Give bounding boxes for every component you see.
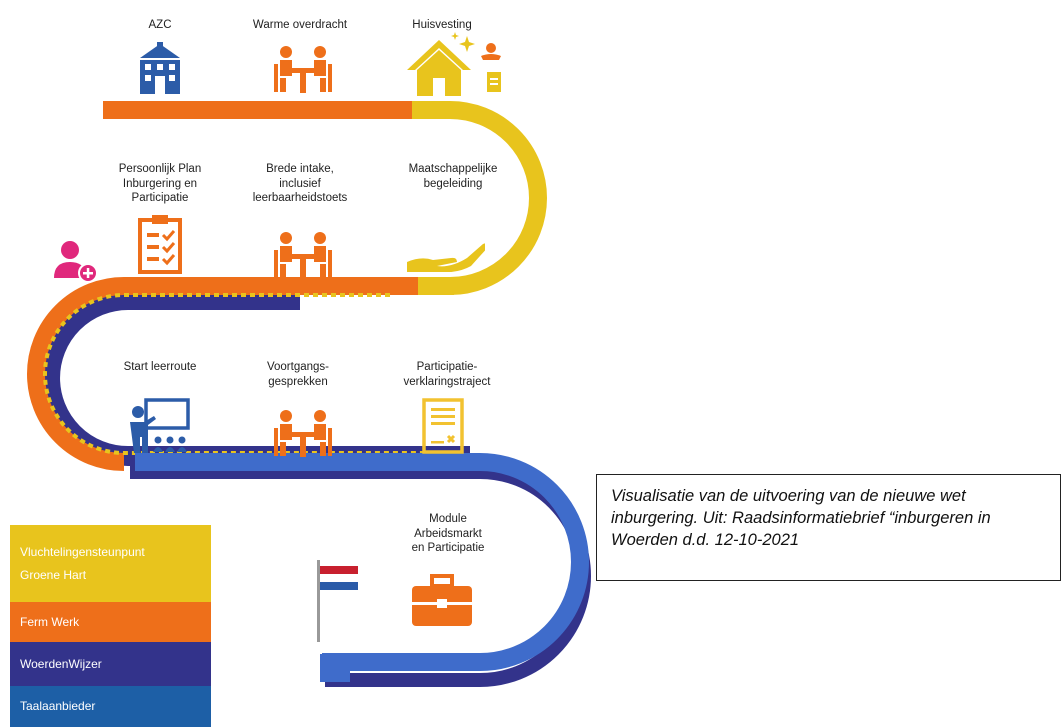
house-icon	[407, 32, 501, 96]
helping-hand-icon	[407, 243, 485, 272]
step-label-participatieverklaring: Participatie- verklaringstraject	[403, 361, 491, 388]
legend-item-woerdenwijzer: WoerdenWijzer	[10, 642, 211, 686]
legend-item-ferm-werk: Ferm Werk	[10, 602, 211, 642]
step-label-voortgangsgesprekken: Voortgangs- gesprekken	[266, 361, 329, 388]
legend-item-taalaanbieder: Taalaanbieder	[10, 686, 211, 727]
add-person-icon	[54, 241, 98, 283]
step-label-warme-overdracht: Warme overdracht	[252, 19, 348, 31]
road-curve-right-top	[412, 101, 547, 295]
legend-item-vluchtelingensteunpunt: Vluchtelingensteunpunt Groene Hart	[10, 525, 211, 602]
step-label-maatschappelijke-begeleiding: Maatschappelijke begeleiding	[408, 163, 498, 190]
road-curve-right-bottom-blue	[135, 453, 589, 671]
building-icon	[140, 42, 180, 94]
step-label-huisvesting: Huisvesting	[412, 19, 472, 31]
document-sign-icon	[422, 398, 464, 454]
briefcase-icon	[412, 574, 472, 626]
road-segment-azc	[103, 101, 418, 119]
dutch-flag-icon	[317, 560, 358, 642]
road-curve-left-orange	[27, 277, 418, 471]
road-dash-left	[43, 293, 460, 455]
meeting-table-icon	[274, 232, 332, 279]
step-label-start-leerroute: Start leerroute	[123, 361, 197, 373]
step-label-azc: AZC	[148, 19, 172, 31]
step-label-persoonlijk-plan: Persoonlijk Plan Inburgering en Particip…	[118, 163, 202, 205]
legend-label: Vluchtelingensteunpunt Groene Hart	[20, 544, 145, 582]
meeting-table-icon	[274, 46, 332, 93]
clipboard-icon	[138, 215, 182, 274]
legend-label: Ferm Werk	[20, 614, 80, 629]
road-segment-module-blue	[320, 654, 350, 682]
legend-label: WoerdenWijzer	[20, 656, 102, 671]
meeting-table-icon	[274, 410, 332, 457]
classroom-teacher-icon	[130, 398, 190, 453]
caption-box: Visualisatie van de uitvoering van de ni…	[596, 474, 1061, 581]
legend-label: Taalaanbieder	[20, 699, 96, 714]
step-label-module-arbeidsmarkt: Module Arbeidsmarkt en Participatie	[411, 513, 485, 555]
road-segment-intake-yellow	[414, 277, 454, 295]
step-label-brede-intake: Brede intake, inclusief leerbaarheidstoe…	[252, 163, 348, 205]
